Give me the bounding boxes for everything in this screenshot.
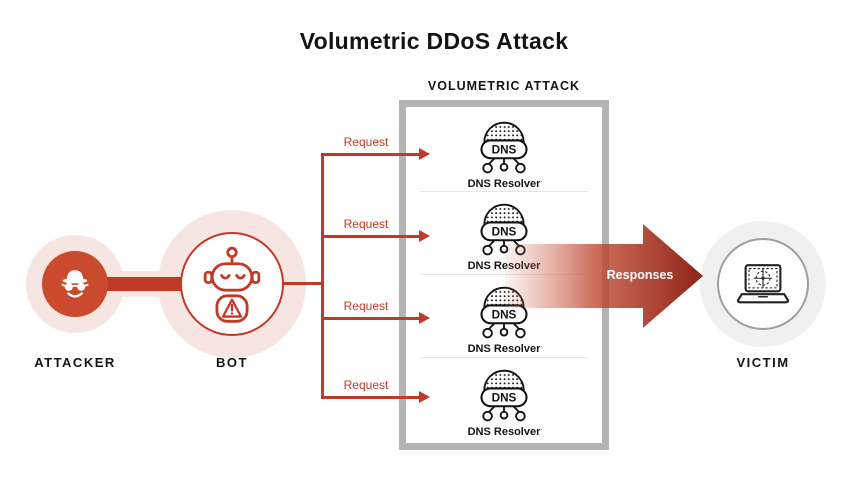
request-arrow — [322, 317, 420, 320]
request-arrow — [322, 153, 420, 156]
request-arrowhead-icon — [419, 391, 430, 403]
bot-node — [180, 232, 284, 336]
request-trunk-line — [321, 153, 324, 399]
divider — [420, 274, 588, 275]
dns-resolver: DNS DNS Resolver — [406, 117, 602, 190]
bot-label: BOT — [216, 355, 248, 370]
divider — [420, 357, 588, 358]
attacker-bot-connector — [92, 277, 184, 291]
dns-resolver-label: DNS Resolver — [467, 343, 541, 355]
responses-arrow — [505, 224, 703, 328]
dns-server-icon: DNS — [480, 369, 528, 422]
dns-server-icon: DNS — [480, 121, 528, 174]
victim-node — [717, 238, 809, 330]
svg-text:DNS: DNS — [492, 143, 517, 156]
attack-box-title: VOLUMETRIC ATTACK — [427, 79, 581, 93]
request-label: Request — [343, 217, 389, 231]
dns-server-icon: DNS — [480, 286, 528, 339]
dns-server-icon: DNS — [480, 203, 528, 256]
page-title: Volumetric DDoS Attack — [299, 28, 569, 54]
victim-label: VICTIM — [736, 355, 790, 370]
targeted-laptop-icon — [736, 263, 790, 303]
request-arrowhead-icon — [419, 312, 430, 324]
bot-feed-line — [282, 282, 322, 285]
request-label: Request — [343, 378, 389, 392]
dns-resolver: DNS DNS Resolver — [406, 282, 602, 355]
svg-text:DNS: DNS — [492, 391, 517, 404]
responses-label: Responses — [606, 268, 674, 282]
attacker-node — [42, 251, 108, 317]
dns-resolver: DNS DNS Resolver — [406, 199, 602, 272]
dns-resolver-label: DNS Resolver — [467, 426, 541, 438]
divider — [420, 191, 588, 192]
request-arrow — [322, 235, 420, 238]
request-label: Request — [343, 135, 389, 149]
svg-text:DNS: DNS — [492, 308, 517, 321]
attacker-label: ATTACKER — [34, 355, 116, 370]
request-arrowhead-icon — [419, 148, 430, 160]
request-arrow — [322, 396, 420, 399]
request-label: Request — [343, 299, 389, 313]
dns-resolver-label: DNS Resolver — [467, 178, 541, 190]
bot-icon — [203, 246, 261, 323]
request-arrowhead-icon — [419, 230, 430, 242]
dns-resolver: DNS DNS Resolver — [406, 365, 602, 438]
svg-text:DNS: DNS — [492, 225, 517, 238]
spy-icon — [61, 270, 89, 298]
